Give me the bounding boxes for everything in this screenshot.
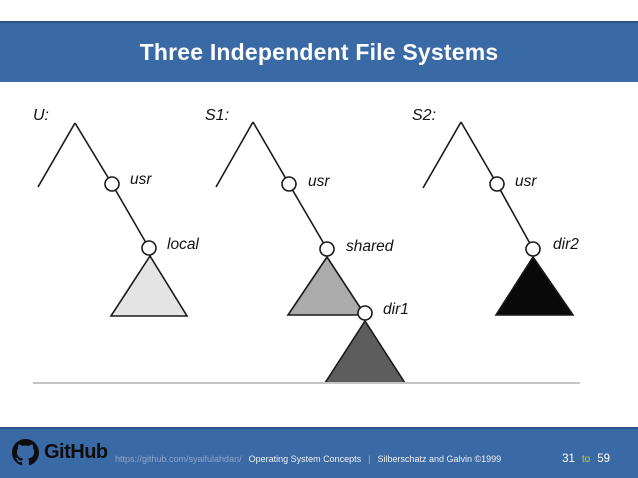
tree-edge: [215, 121, 254, 188]
tree-node-circle-usr: [104, 176, 120, 192]
subtree-triangle-dir2: [494, 255, 575, 316]
tree-node-circle-local: [141, 240, 157, 256]
subtree-triangle-local: [109, 254, 189, 317]
page-total: 59: [597, 453, 610, 465]
github-octocat-icon: [12, 439, 39, 466]
node-label-local: local: [167, 236, 199, 253]
footer-course-title: Operating System Concepts: [248, 454, 362, 464]
tree-edge: [111, 183, 150, 249]
tree-node-circle-dir2: [525, 241, 541, 257]
footer-separator: |: [368, 454, 371, 464]
footer-bar: GitHub https://github.com/syaifulahdan/ …: [0, 427, 638, 478]
node-label-usr: usr: [515, 173, 537, 190]
subtree-triangle-shared: [286, 255, 367, 316]
tree-edge: [422, 121, 462, 189]
title-bar: Three Independent File Systems: [0, 21, 638, 82]
node-label-dir2: dir2: [553, 236, 579, 253]
tree-node-circle-usr: [281, 176, 297, 192]
node-label-usr: usr: [130, 171, 152, 188]
tree-edge: [37, 122, 76, 188]
node-label-shared: shared: [346, 238, 395, 255]
footer-text: https://github.com/syaifulahdan/ Operati…: [115, 454, 501, 464]
tree-edge: [460, 121, 498, 185]
node-label-usr: usr: [308, 173, 330, 190]
footer-url-link[interactable]: https://github.com/syaifulahdan/: [115, 454, 242, 464]
file-system-diagram: U: usr local S1: usr shared dir1: [33, 107, 580, 384]
tree-s2: S2: usr dir2: [412, 107, 579, 316]
tree-node-circle-shared: [319, 241, 335, 257]
tree-s2-label: S2:: [412, 107, 436, 124]
tree-node-circle-usr: [489, 176, 505, 192]
node-label-dir1: dir1: [383, 301, 409, 318]
tree-s1-label: S1:: [205, 107, 229, 124]
tree-edge: [288, 183, 328, 250]
page-word-to: to: [581, 454, 591, 465]
tree-edge: [496, 183, 534, 250]
github-wordmark: GitHub: [44, 441, 108, 463]
footer-authors: Silberschatz and Galvin ©1999: [377, 454, 502, 464]
subtree-triangle-dir1: [323, 319, 407, 384]
tree-edge: [74, 122, 113, 185]
page-current: 31: [562, 453, 575, 465]
tree-edge: [252, 121, 290, 185]
tree-u: U: usr local: [33, 107, 199, 317]
tree-s1: S1: usr shared dir1: [205, 107, 409, 384]
tree-u-label: U:: [33, 107, 49, 124]
page-title: Three Independent File Systems: [139, 39, 499, 65]
tree-node-circle-dir1: [357, 305, 373, 321]
github-logo: GitHub: [12, 439, 108, 466]
page-numbers: 31 to 59: [562, 453, 610, 465]
